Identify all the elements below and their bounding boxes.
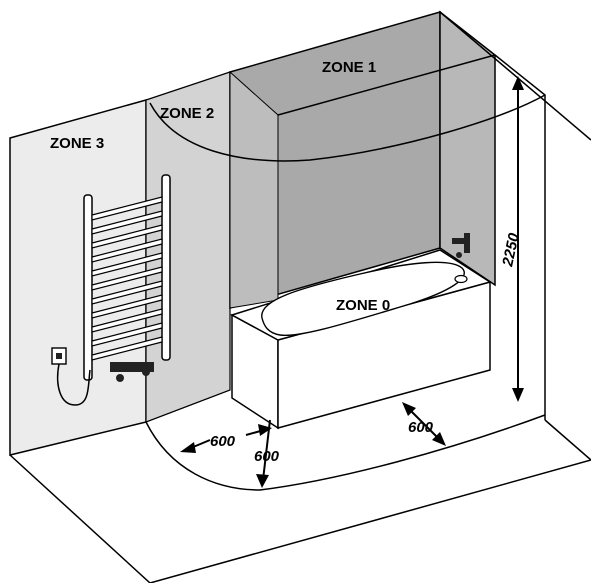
radius-arrow — [256, 419, 271, 488]
radiator-bar — [91, 196, 163, 221]
height-dimension-label: 2250 — [499, 231, 523, 269]
radiator-bar — [91, 238, 163, 263]
zone-1-top-edge — [277, 54, 496, 116]
wall-socket-icon — [51, 347, 67, 365]
radiator-bar — [91, 336, 163, 361]
side-clearance-label: 600 — [210, 433, 236, 450]
zone-3-label: ZONE 3 — [50, 135, 104, 152]
right-wall-outline — [494, 54, 546, 420]
zone-2-wall — [145, 71, 231, 423]
floor-outline — [9, 454, 151, 583]
zone-1-label: ZONE 1 — [322, 59, 376, 76]
radiator-cable — [56, 363, 91, 406]
height-dimension-arrow — [512, 76, 524, 402]
zone-2-floor-curve — [145, 414, 546, 491]
radius-label: 600 — [254, 448, 280, 465]
right-wall-diagonal — [439, 11, 591, 141]
floor-right-edge — [544, 419, 591, 461]
zone-1-right-wall — [439, 10, 496, 287]
zone-2-arc — [149, 94, 546, 162]
radiator-bar — [91, 252, 163, 277]
bath-tap-icon — [452, 233, 470, 258]
radiator-bar — [91, 280, 163, 305]
radiator-bar — [91, 308, 163, 333]
zone-2-label: ZONE 2 — [160, 105, 214, 122]
radiator-bar — [91, 266, 163, 291]
front-clearance-arrow — [402, 402, 446, 446]
zone-0-label: ZONE 0 — [336, 297, 390, 314]
radiator-bar — [91, 294, 163, 319]
radiator-bar — [91, 322, 163, 347]
radiator-bar — [91, 210, 163, 235]
bathtub-drain — [454, 274, 468, 284]
floor-front-edge — [149, 459, 591, 583]
radiator-bar — [91, 224, 163, 249]
floor-back-edge — [145, 389, 231, 423]
towel-radiator-icon — [83, 174, 171, 382]
front-clearance-label: 600 — [408, 419, 434, 436]
